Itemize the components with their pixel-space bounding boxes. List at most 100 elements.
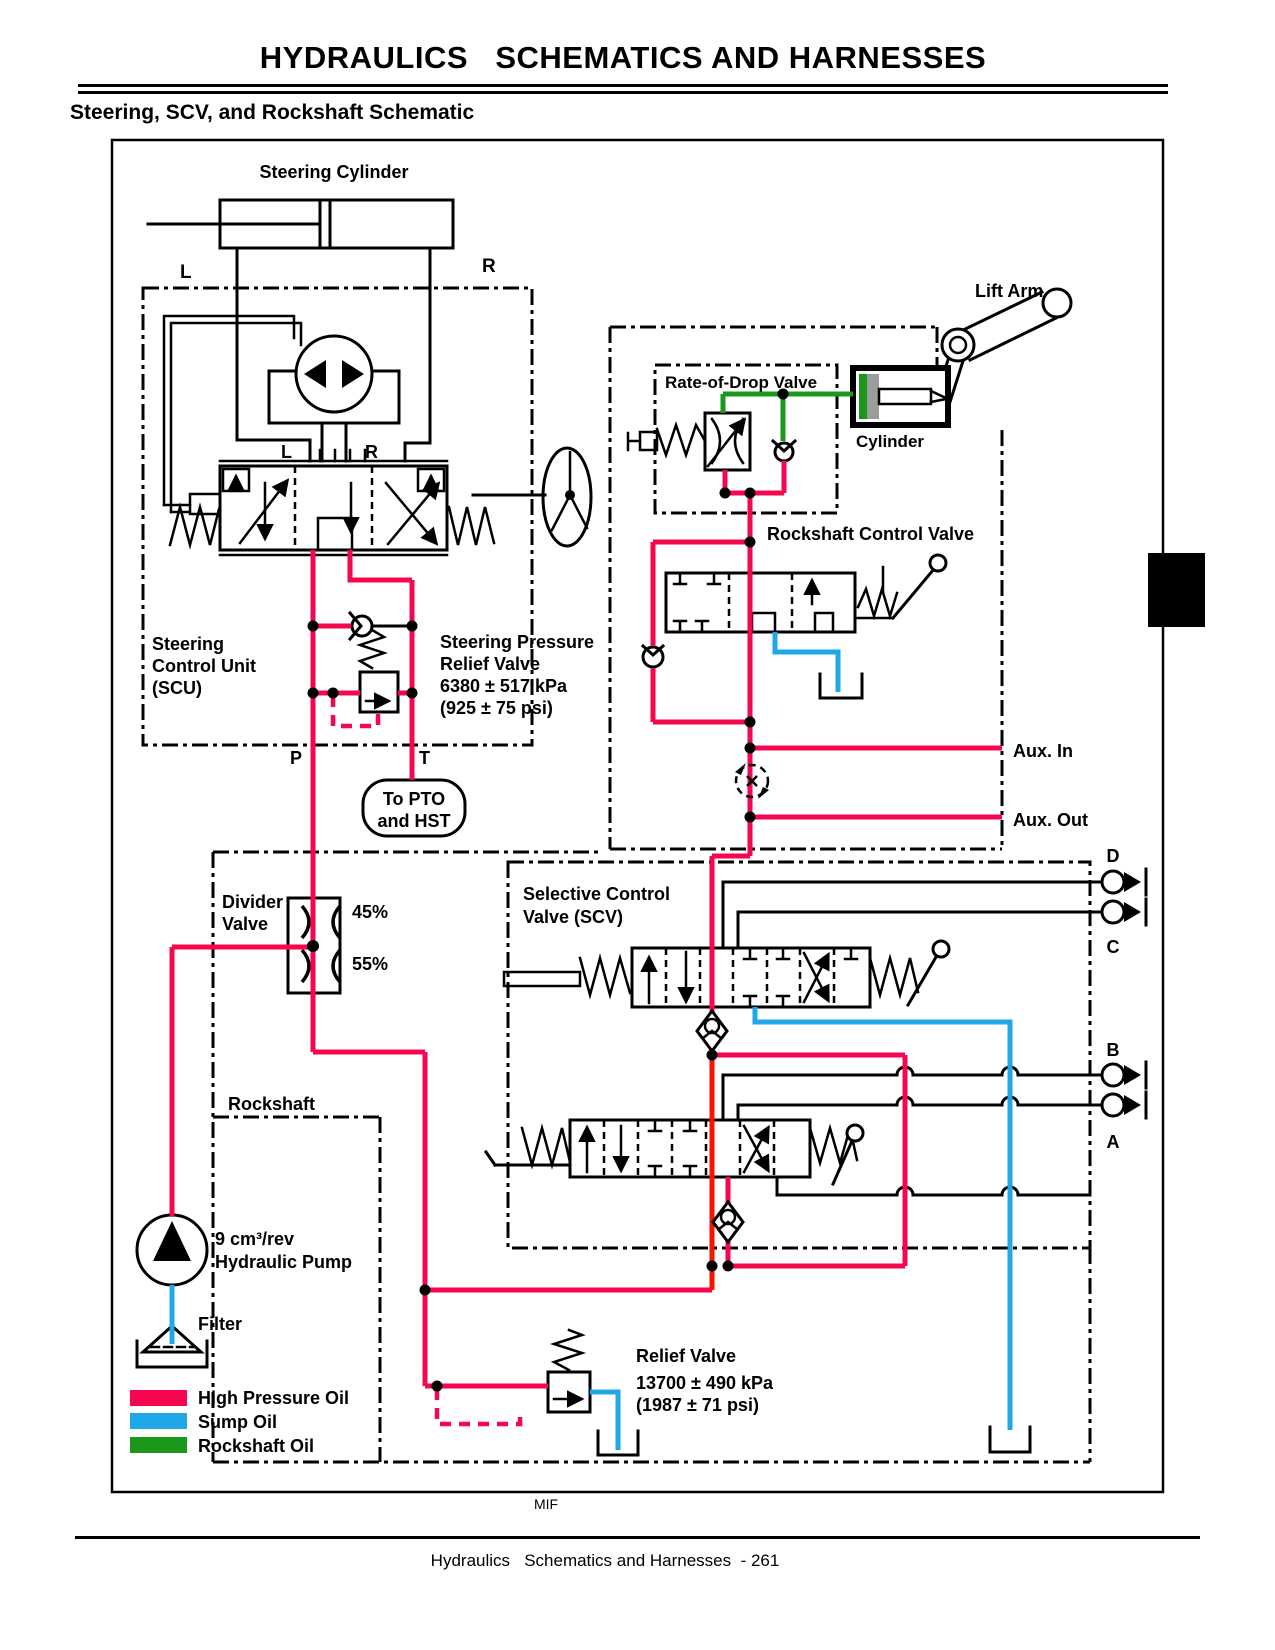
steering-cylinder — [146, 198, 455, 463]
scu-check-and-relief — [347, 610, 414, 714]
divider-45-label: 45% — [352, 902, 388, 922]
port-p-label: P — [290, 748, 302, 768]
pto-label-line2: and HST — [377, 811, 450, 831]
legend-label-high-pressure: High Pressure Oil — [198, 1388, 349, 1408]
page-edge-tab — [1148, 553, 1205, 627]
port-l-inner-label: L — [281, 442, 292, 462]
scv-label-line1: Selective Control — [523, 884, 670, 904]
tank-icon — [818, 672, 864, 700]
port-l-outer-label: L — [180, 262, 192, 283]
region-boxes — [141, 286, 1092, 1464]
rockshaft-valve-label: Rockshaft Control Valve — [767, 524, 974, 544]
scv-region-box — [506, 860, 1092, 1250]
sump-oil-lines — [169, 632, 1013, 1450]
gerotor-metering-icon — [294, 334, 374, 414]
lift-arm-label: Lift Arm — [975, 281, 1043, 301]
rate-of-drop-label: Rate-of-Drop Valve — [665, 373, 817, 392]
scv-check-valves — [695, 1008, 745, 1245]
steering-relief-label-line1: Steering Pressure — [440, 632, 594, 652]
rockshaft-control-valve — [640, 553, 948, 669]
lift-arm-assembly — [934, 287, 1073, 410]
legend-label-sump: Sump Oil — [198, 1412, 277, 1432]
scv-label-line2: Valve (SCV) — [523, 907, 623, 927]
pump-triangle-icon — [153, 1221, 191, 1261]
port-b-label: B — [1107, 1040, 1120, 1060]
rate-of-drop-valve — [626, 411, 798, 472]
coupler-a-icon — [1100, 1090, 1148, 1120]
steering-cylinder-label: Steering Cylinder — [259, 162, 408, 182]
legend-swatch-rockshaft — [130, 1437, 187, 1453]
scv-spool-1 — [502, 880, 1104, 1009]
divider-55-label: 55% — [352, 954, 388, 974]
page-title: HYDRAULICS SCHEMATICS AND HARNESSES — [259, 40, 987, 75]
lever-knob-icon — [928, 553, 948, 573]
hydraulic-pump — [135, 1213, 209, 1287]
aux-coupler-break-icon — [734, 763, 770, 799]
coupler-ports — [1100, 867, 1148, 1120]
spring-icon — [655, 421, 707, 459]
aux-out-label: Aux. Out — [1013, 810, 1088, 830]
steering-valve-body — [218, 464, 449, 552]
title-rule-top — [78, 84, 1168, 87]
legend-swatch-sump — [130, 1413, 187, 1429]
scu-label-line3: (SCU) — [152, 678, 202, 698]
pump-label-line2: Hydraulic Pump — [215, 1252, 352, 1272]
page-subtitle: Steering, SCV, and Rockshaft Schematic — [70, 101, 475, 124]
steering-relief-label-line3: 6380 ± 517 kPa — [440, 676, 568, 696]
rockshaft-region-box — [211, 850, 1092, 1464]
aux-in-label: Aux. In — [1013, 741, 1073, 761]
tank-icon — [988, 1425, 1032, 1454]
port-r-outer-label: R — [482, 256, 496, 277]
steering-control-unit — [162, 314, 547, 557]
coupler-c-icon — [1100, 897, 1148, 927]
relief-label-line2: 13700 ± 490 kPa — [636, 1373, 774, 1393]
coupler-d-icon — [1100, 867, 1148, 897]
main-relief-valve — [546, 1328, 592, 1414]
steering-relief-valve-icon — [358, 670, 400, 714]
scu-label-line1: Steering — [152, 634, 224, 654]
rate-of-drop-box — [653, 363, 839, 515]
divider-label-line1: Divider — [222, 892, 283, 912]
port-t-label: T — [419, 748, 430, 768]
pto-label-line1: To PTO — [383, 789, 445, 809]
spring-icon — [356, 628, 388, 670]
cylinder-label: Cylinder — [856, 432, 924, 451]
spring-icon — [549, 1328, 587, 1372]
rockshaft-label: Rockshaft — [228, 1094, 315, 1114]
scu-region-box — [141, 286, 534, 747]
steering-relief-label-line4: (925 ± 75 psi) — [440, 698, 553, 718]
relief-label-line1: Relief Valve — [636, 1346, 736, 1366]
scv-spool-2 — [483, 1065, 1104, 1197]
port-a-label: A — [1107, 1132, 1120, 1152]
lever-knob-icon — [845, 1123, 865, 1143]
spring-icon — [868, 953, 920, 1000]
spring-icon — [856, 584, 899, 621]
port-r-inner-label: R — [365, 442, 378, 462]
lever-knob-icon — [931, 939, 951, 959]
spring-icon — [578, 953, 632, 1000]
rockshaft-cylinder — [850, 365, 951, 428]
footer-text: Hydraulics Schematics and Harnesses - 26… — [430, 1551, 780, 1570]
coupler-b-icon — [1100, 1060, 1148, 1090]
relief-label-line3: (1987 ± 71 psi) — [636, 1395, 759, 1415]
title-rule-bottom — [78, 91, 1168, 94]
spring-icon — [447, 505, 496, 546]
spring-icon — [168, 502, 221, 550]
filter-label: Filter — [198, 1314, 242, 1334]
footer-rule — [75, 1536, 1200, 1539]
pump-label-line1: 9 cm³/rev — [215, 1229, 294, 1249]
spring-icon — [520, 1123, 572, 1170]
legend-label-rockshaft: Rockshaft Oil — [198, 1436, 314, 1456]
port-c-label: C — [1107, 937, 1120, 957]
component-labels: Steering Cylinder L R L R Steering Contr… — [152, 162, 1120, 1415]
junction-dots — [307, 388, 789, 1392]
orifice-icon — [300, 904, 342, 984]
tank-icon — [596, 1429, 640, 1457]
steering-relief-label-line2: Relief Valve — [440, 654, 540, 674]
steering-wheel-icon — [541, 446, 593, 548]
legend: High Pressure Oil Sump Oil Rockshaft Oil — [130, 1388, 349, 1456]
mif-caption: MIF — [533, 1496, 559, 1512]
legend-swatch-high-pressure — [130, 1390, 187, 1406]
